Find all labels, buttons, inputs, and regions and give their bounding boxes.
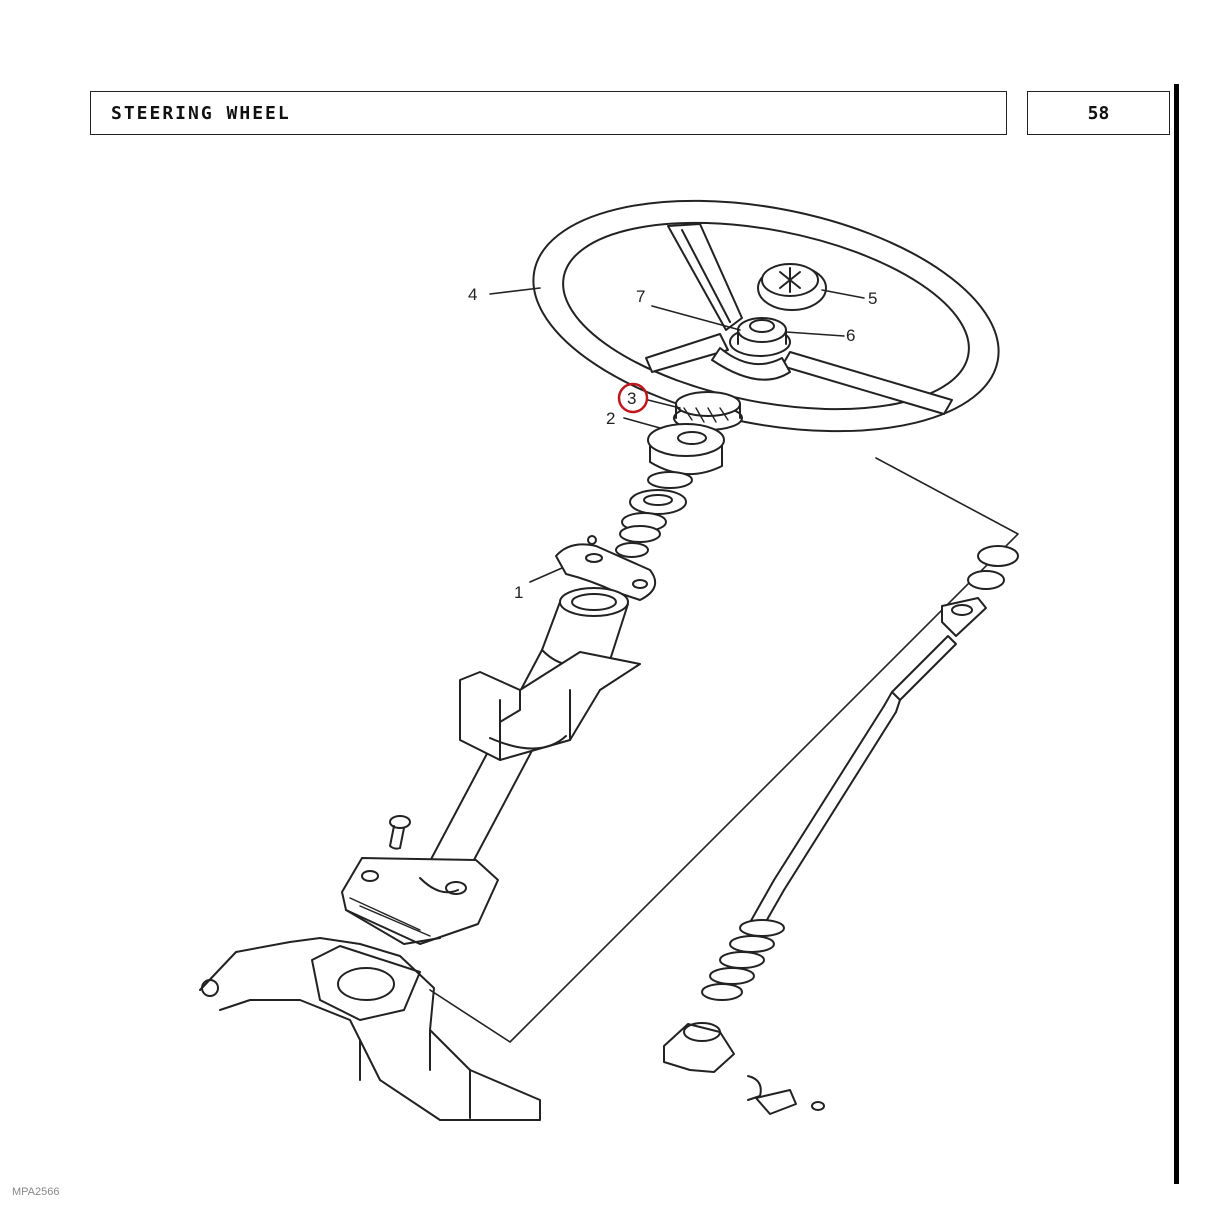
callout-3-highlight — [617, 382, 649, 414]
callout-7: 7 — [636, 287, 645, 306]
leader-1 — [529, 567, 563, 583]
footer-code: MPA2566 — [12, 1186, 60, 1198]
bolt — [389, 815, 411, 850]
leader-5 — [821, 289, 865, 299]
column-bracket — [555, 535, 657, 601]
page-title: STEERING WHEEL — [111, 103, 291, 124]
dash-panel — [199, 937, 541, 1121]
leader-6 — [785, 331, 845, 337]
steering-shaft — [747, 545, 1019, 933]
leader-lines — [489, 287, 865, 583]
leader-2 — [623, 417, 661, 429]
column-flange — [341, 857, 499, 945]
steering-wheel-spokes — [645, 223, 953, 415]
shaft-enclosure-outline — [429, 457, 1019, 1043]
callout-3: 3 — [627, 389, 636, 408]
page-number-box: 58 — [1027, 91, 1170, 135]
steering-column — [419, 587, 641, 891]
leader-4 — [489, 287, 541, 295]
hub-nut-assembly — [729, 317, 791, 357]
callout-4: 4 — [468, 285, 477, 304]
leader-7 — [651, 305, 741, 331]
leader-3 — [647, 399, 681, 409]
right-border-rule — [1174, 84, 1179, 1184]
callout-5: 5 — [868, 289, 877, 308]
callout-1: 1 — [514, 583, 523, 602]
steering-wheel-rim — [532, 199, 1000, 433]
title-box: STEERING WHEEL — [90, 91, 1007, 135]
hub-bushing — [647, 423, 725, 476]
lower-coupling — [663, 1022, 825, 1115]
bearing-stack — [615, 471, 693, 558]
callout-2: 2 — [606, 409, 615, 428]
shaft-spring-rings — [701, 919, 785, 1001]
callout-6: 6 — [846, 326, 855, 345]
center-cap — [757, 263, 827, 311]
page-number: 58 — [1087, 103, 1110, 124]
